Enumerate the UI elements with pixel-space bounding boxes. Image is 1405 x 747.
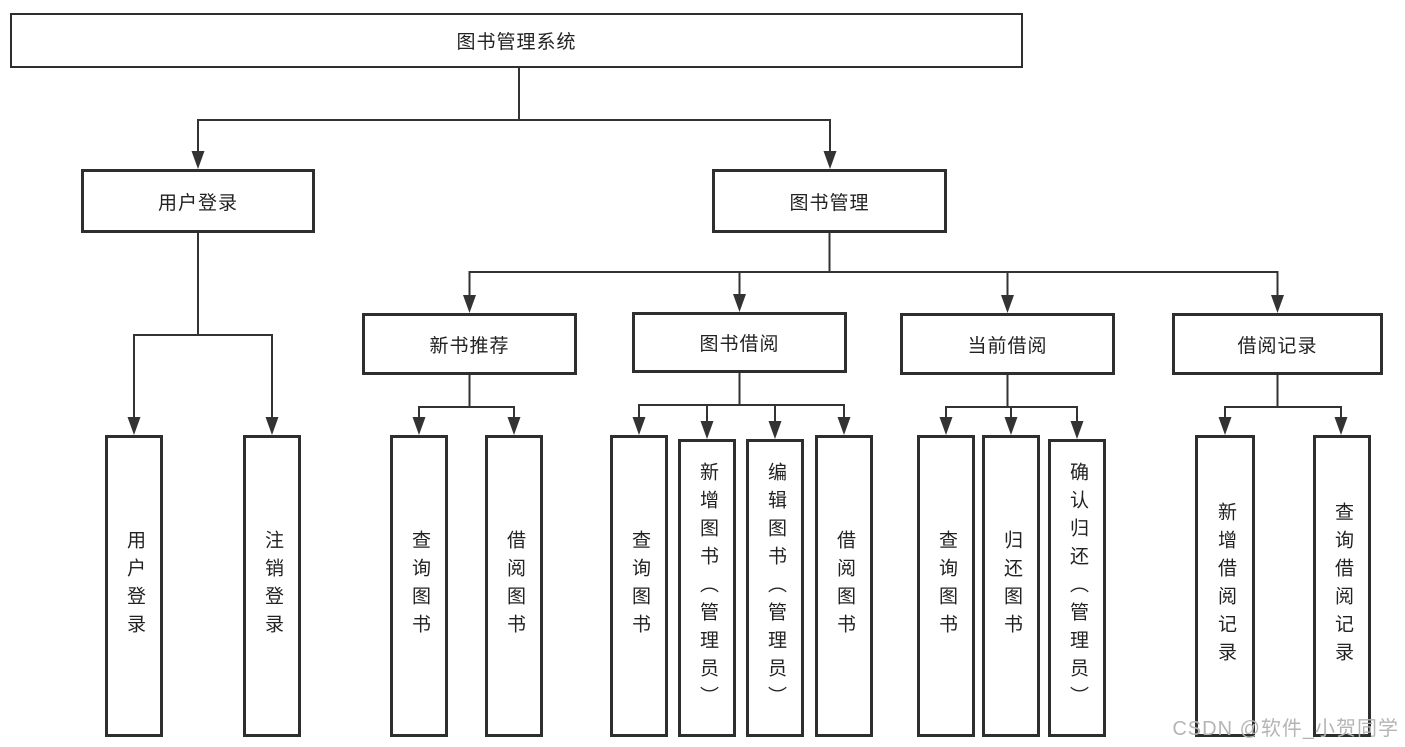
node-label: 借阅记录: [1237, 335, 1318, 357]
leaf-logout: 注销登录: [243, 435, 301, 737]
connector-current-borrow-children: [939, 375, 1084, 439]
leaf-add-books-admin: 新增图书（管理员）: [678, 439, 736, 737]
node-label: 查询图书: [409, 530, 430, 642]
node-label: 图书借阅: [699, 334, 780, 355]
node-label: 用户登录: [124, 530, 145, 642]
leaf-query-books-current: 查询图书: [917, 435, 975, 737]
node-label: 新增借阅记录: [1215, 502, 1236, 670]
node-label: 新书推荐: [429, 335, 510, 357]
node-label: 查询图书: [936, 530, 957, 642]
leaf-edit-books-admin: 编辑图书（管理员）: [746, 439, 804, 737]
leaf-query-books-rec: 查询图书: [390, 435, 448, 737]
node-label: 借阅图书: [834, 530, 855, 642]
node-book-borrowing: 图书借阅: [632, 312, 847, 373]
node-label: 用户登录: [157, 192, 238, 214]
leaf-query-borrow-record: 查询借阅记录: [1313, 435, 1371, 737]
node-borrowing-records: 借阅记录: [1172, 313, 1383, 375]
connector-book-borrow-children: [632, 373, 851, 439]
leaf-user-login: 用户登录: [105, 435, 163, 737]
node-label: 当前借阅: [967, 335, 1048, 357]
connector-borrow-record-children: [1218, 375, 1348, 435]
node-user-login: 用户登录: [81, 169, 315, 233]
connector-book-mgmt-children: [463, 233, 1284, 313]
node-label: 确认归还（管理员）: [1067, 462, 1088, 714]
node-new-book-recommend: 新书推荐: [362, 313, 577, 375]
node-label: 查询借阅记录: [1332, 502, 1353, 670]
node-label: 新增图书（管理员）: [697, 462, 718, 714]
node-label: 归还图书: [1001, 530, 1022, 642]
node-label: 编辑图书（管理员）: [765, 462, 786, 714]
node-label: 注销登录: [262, 530, 283, 642]
leaf-query-books-borrow: 查询图书: [610, 435, 668, 737]
node-label: 图书管理: [789, 192, 870, 214]
leaf-borrow-books-rec: 借阅图书: [485, 435, 543, 737]
leaf-borrow-books: 借阅图书: [815, 435, 873, 737]
connector-root-to-level2: [191, 68, 837, 169]
node-label: 查询图书: [629, 530, 650, 642]
node-label: 图书管理系统: [456, 32, 577, 53]
leaf-confirm-return-admin: 确认归还（管理员）: [1048, 439, 1106, 737]
leaf-add-borrow-record: 新增借阅记录: [1195, 435, 1255, 737]
connector-user-login-children: [127, 233, 279, 435]
node-label: 借阅图书: [504, 530, 525, 642]
node-current-borrowing: 当前借阅: [900, 313, 1115, 375]
node-system-root: 图书管理系统: [10, 13, 1023, 68]
connector-new-rec-children: [412, 375, 521, 435]
node-book-management: 图书管理: [712, 169, 947, 233]
leaf-return-books: 归还图书: [982, 435, 1040, 737]
